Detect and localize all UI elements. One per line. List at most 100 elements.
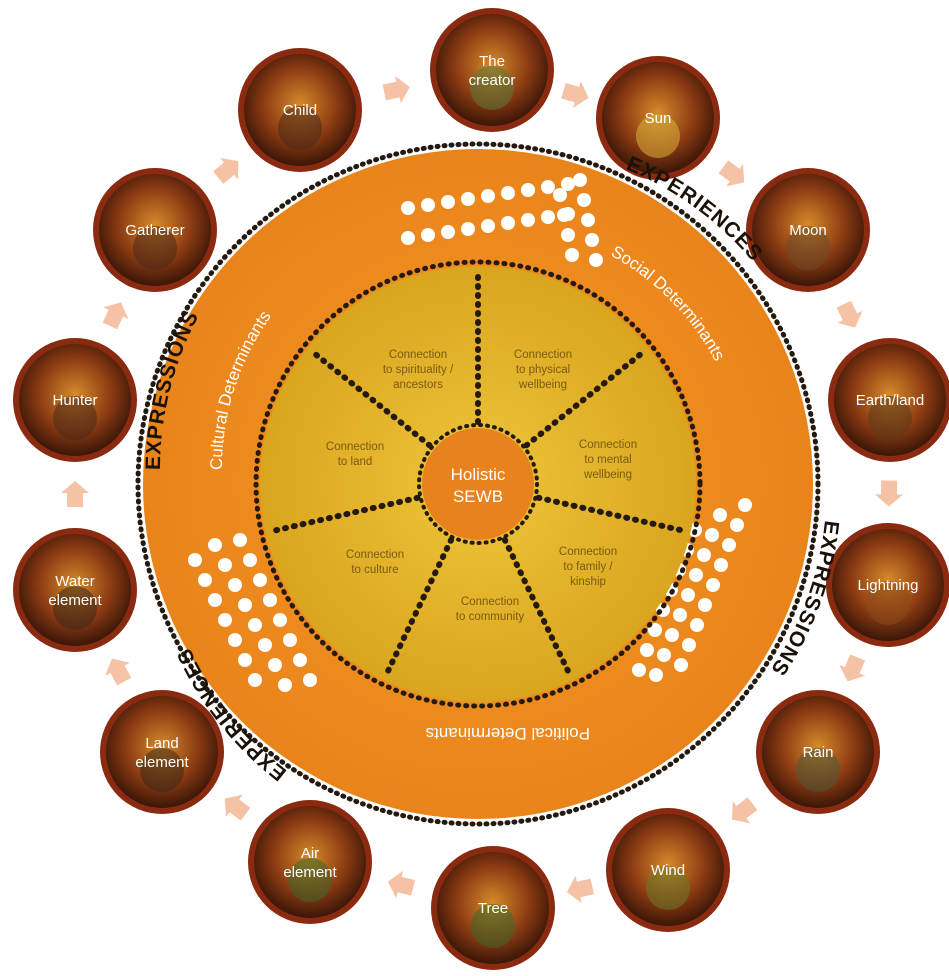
white-dot — [521, 213, 535, 227]
node-label: Rain — [803, 744, 834, 761]
node-picture-motif — [133, 226, 177, 270]
white-dot-trails — [188, 173, 752, 692]
white-dot — [228, 578, 242, 592]
node-picture-motif — [796, 748, 840, 792]
segment-label-line: to family / — [563, 561, 613, 573]
node-arrows — [61, 75, 903, 904]
inner-dot-border — [253, 259, 703, 709]
node-label: Air — [301, 845, 319, 862]
white-dot — [243, 553, 257, 567]
white-dot — [565, 248, 579, 262]
node-label: Child — [283, 102, 317, 119]
node-picture-motif — [646, 866, 690, 910]
flow-arrow — [836, 300, 863, 328]
white-dot — [705, 528, 719, 542]
node-picture-motif — [278, 106, 322, 150]
white-dot — [401, 231, 415, 245]
white-dot — [541, 180, 555, 194]
node-3: Earth/land — [828, 338, 949, 462]
white-dot — [218, 613, 232, 627]
white-dot — [706, 578, 720, 592]
node-picture-motif — [786, 226, 830, 270]
node-label: Wind — [651, 862, 685, 879]
node-label: The — [479, 53, 505, 70]
white-dot — [283, 633, 297, 647]
white-dot — [253, 573, 267, 587]
node-2: Moon — [746, 168, 870, 292]
center-label-line2: SEWB — [453, 487, 503, 506]
white-dot — [714, 558, 728, 572]
node-picture-motif — [868, 396, 912, 440]
white-dot — [640, 643, 654, 657]
white-dot — [263, 593, 277, 607]
white-dot — [278, 678, 292, 692]
center-disc — [422, 428, 534, 540]
white-dot — [673, 608, 687, 622]
white-dot — [501, 186, 515, 200]
white-dot — [441, 225, 455, 239]
white-dot — [421, 198, 435, 212]
segment-label-line: Connection — [346, 549, 404, 561]
white-dot — [238, 598, 252, 612]
flow-arrow — [61, 481, 89, 507]
white-dot — [421, 228, 435, 242]
white-dot — [521, 183, 535, 197]
spoke — [501, 536, 574, 680]
node-label: Earth/land — [856, 392, 924, 409]
white-dot — [649, 668, 663, 682]
spoke — [266, 494, 421, 535]
node-picture-motif — [470, 66, 514, 110]
white-dot — [208, 538, 222, 552]
white-dot — [481, 189, 495, 203]
segment-label-line: wellbeing — [583, 469, 632, 481]
node-label: Tree — [478, 900, 508, 917]
white-dot — [501, 216, 515, 230]
white-dot — [461, 222, 475, 236]
segment-label-5: Connection to culture — [346, 549, 404, 576]
white-dot — [268, 658, 282, 672]
white-dot — [589, 253, 603, 267]
segment-spokes — [266, 267, 690, 680]
white-dot — [632, 663, 646, 677]
center-dot-border — [417, 423, 539, 545]
segment-label-line: to culture — [351, 564, 398, 576]
white-dot — [738, 498, 752, 512]
white-dot — [698, 598, 712, 612]
flow-arrow — [102, 302, 129, 330]
flow-arrow — [561, 81, 589, 109]
white-dot — [553, 188, 567, 202]
white-dot — [293, 653, 307, 667]
spoke — [382, 536, 455, 680]
white-dot — [682, 638, 696, 652]
white-dot — [258, 638, 272, 652]
node-label: element — [48, 592, 102, 609]
white-dot — [248, 673, 262, 687]
segment-label-line: to physical — [516, 364, 570, 376]
node-label: Lightning — [858, 577, 919, 594]
node-label: Land — [145, 735, 178, 752]
node-7: Tree — [431, 846, 555, 970]
center-label-line1: Holistic — [451, 465, 506, 484]
flow-arrow — [224, 794, 251, 821]
node-12: Gatherer — [93, 168, 217, 292]
outer-nodes: ThecreatorSunMoonEarth/landLightningRain… — [13, 8, 949, 970]
node-picture-motif — [53, 586, 97, 630]
white-dot — [273, 613, 287, 627]
white-dot — [581, 213, 595, 227]
segment-label-line: ancestors — [393, 379, 443, 391]
segment-label-line: Connection — [326, 441, 384, 453]
node-label: Sun — [645, 110, 672, 127]
political-determinants-label: Political Determinants — [426, 724, 590, 743]
white-dot — [577, 193, 591, 207]
segment-label-line: Connection — [461, 596, 519, 608]
